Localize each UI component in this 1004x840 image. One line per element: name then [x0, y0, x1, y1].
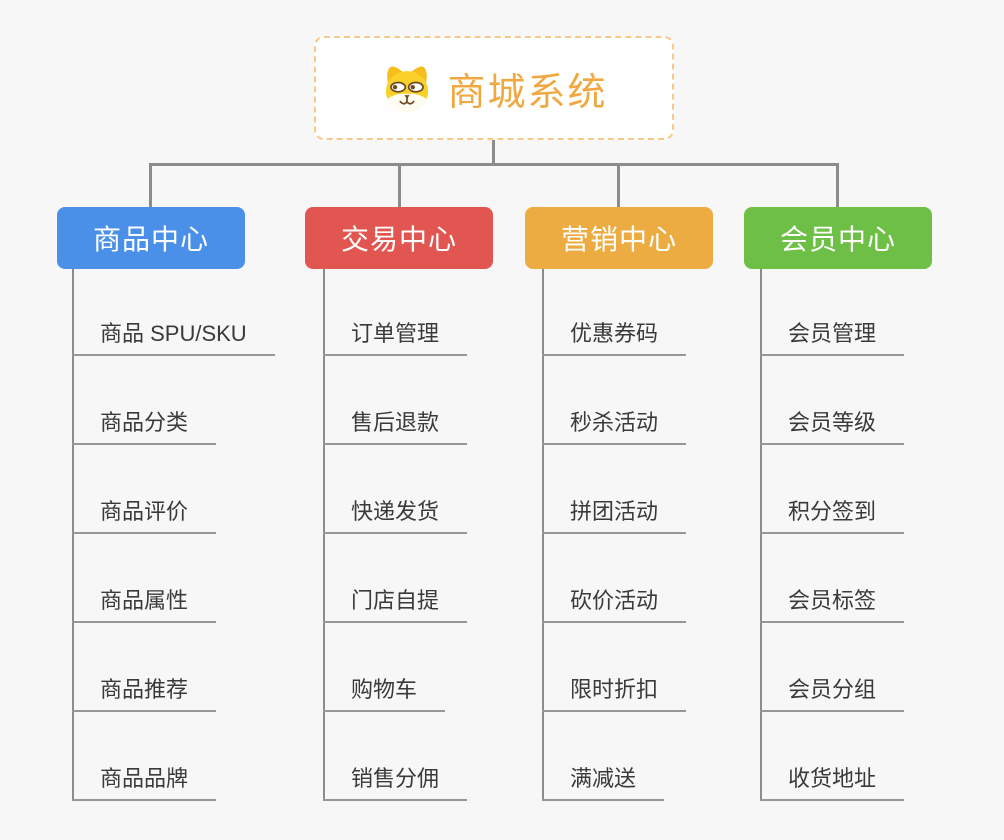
topic-item[interactable]: 门店自提: [323, 584, 468, 623]
dog-face-icon: [386, 66, 429, 112]
topic-item[interactable]: 会员管理: [760, 317, 905, 356]
branch-trunk-product: [72, 269, 74, 801]
root-title: 商城系统: [447, 71, 608, 114]
branch-node-marketing-center[interactable]: 营销中心: [525, 207, 713, 269]
branch-label: 营销中心: [560, 224, 677, 255]
topic-item[interactable]: 砍价活动: [542, 584, 687, 623]
connector-drop-trade: [398, 163, 401, 207]
topic-item[interactable]: 满减送: [542, 762, 665, 801]
topic-item[interactable]: 订单管理: [323, 317, 468, 356]
topic-item[interactable]: 销售分佣: [323, 762, 468, 801]
topic-item[interactable]: 商品属性: [72, 584, 217, 623]
topic-item[interactable]: 拼团活动: [542, 495, 687, 534]
branch-label: 交易中心: [340, 224, 457, 255]
topic-item[interactable]: 收货地址: [760, 762, 905, 801]
topic-item[interactable]: 商品品牌: [72, 762, 217, 801]
branch-trunk-member: [760, 269, 762, 801]
topic-item[interactable]: 限时折扣: [542, 673, 687, 712]
topic-item[interactable]: 快递发货: [323, 495, 468, 534]
connector-main-horizontal: [149, 163, 839, 166]
branch-node-trade-center[interactable]: 交易中心: [305, 207, 493, 269]
topic-item[interactable]: 会员标签: [760, 584, 905, 623]
branch-node-product-center[interactable]: 商品中心: [57, 207, 245, 269]
branch-label: 会员中心: [779, 224, 896, 255]
topic-item[interactable]: 秒杀活动: [542, 406, 687, 445]
branch-label: 商品中心: [92, 224, 209, 255]
topic-item[interactable]: 商品分类: [72, 406, 217, 445]
topic-item[interactable]: 商品 SPU/SKU: [72, 317, 275, 356]
branch-trunk-trade: [323, 269, 325, 801]
branch-trunk-marketing: [542, 269, 544, 801]
topic-item[interactable]: 积分签到: [760, 495, 905, 534]
topic-item[interactable]: 优惠券码: [542, 317, 687, 356]
topic-item[interactable]: 会员等级: [760, 406, 905, 445]
topic-item[interactable]: 会员分组: [760, 673, 905, 712]
topic-item[interactable]: 购物车: [323, 673, 446, 712]
connector-root-stem: [492, 140, 495, 164]
connector-drop-member: [836, 163, 839, 207]
connector-drop-marketing: [617, 163, 620, 207]
connector-drop-product: [149, 163, 152, 207]
branch-node-member-center[interactable]: 会员中心: [744, 207, 932, 269]
topic-item[interactable]: 售后退款: [323, 406, 468, 445]
root-node[interactable]: 商城系统: [314, 36, 674, 140]
topic-item[interactable]: 商品推荐: [72, 673, 217, 712]
topic-item[interactable]: 商品评价: [72, 495, 217, 534]
